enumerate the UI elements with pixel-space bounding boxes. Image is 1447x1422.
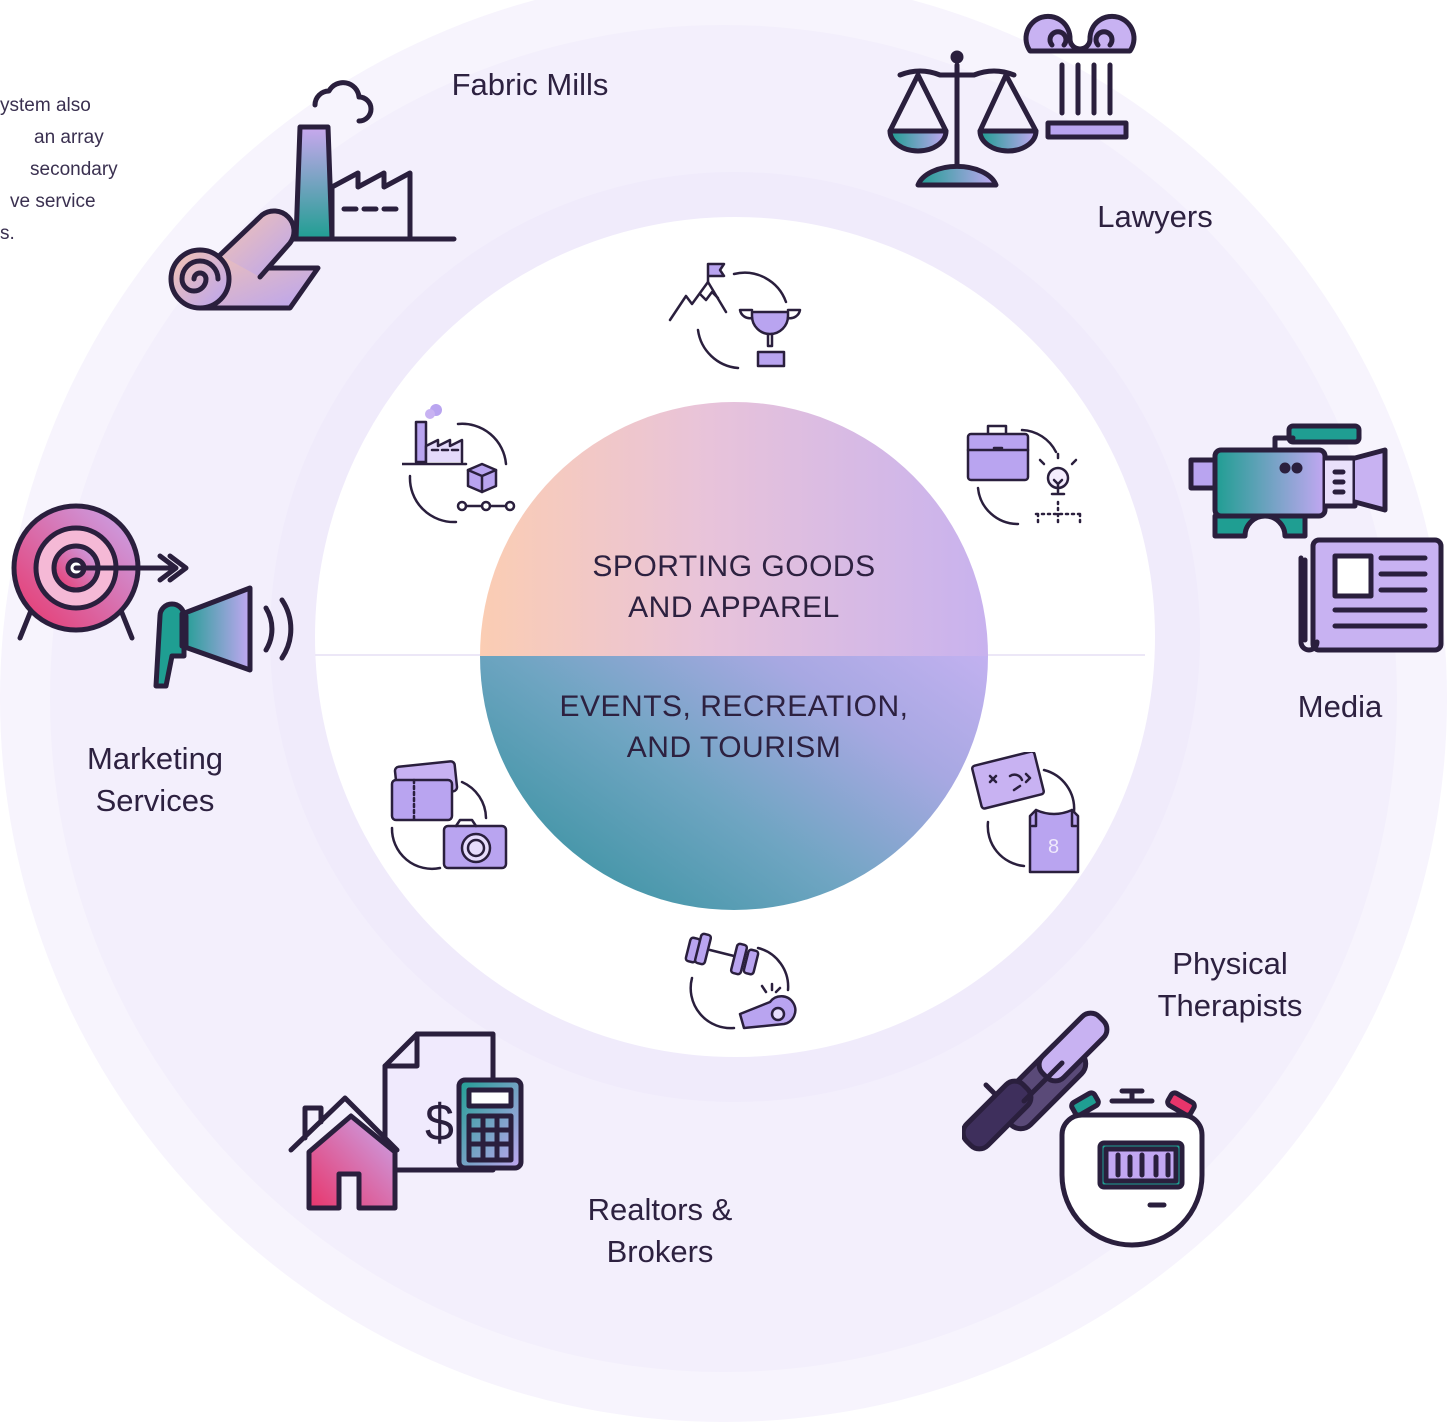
video-camera-icon	[1188, 423, 1444, 653]
intro-line: secondary	[30, 159, 118, 180]
scales-of-justice-icon	[887, 13, 1137, 188]
events-tourism-label: EVENTS, RECREATION, AND TOURISM	[480, 686, 988, 768]
marketing-line2: Services	[95, 783, 215, 818]
intro-text: ystem also an array secondary ve service…	[0, 90, 140, 250]
realtors-line1: Realtors &	[587, 1192, 733, 1227]
intro-line: s.	[0, 223, 15, 244]
briefcase-lightbulb-icon	[966, 424, 1084, 526]
mountain-trophy-icon	[668, 262, 802, 370]
target-megaphone-icon	[11, 503, 294, 689]
dumbbell-whistle-icon	[684, 932, 797, 1030]
events-tourism-line2: AND TOURISM	[626, 731, 842, 764]
sporting-goods-line2: AND APPAREL	[628, 591, 840, 624]
physical-line1: Physical	[1172, 946, 1288, 981]
sporting-goods-line1: SPORTING GOODS	[592, 550, 876, 583]
physical-line2: Therapists	[1157, 988, 1303, 1023]
dumbbell-stopwatch-icon	[962, 1010, 1205, 1248]
lawyers-label: Lawyers	[1097, 199, 1213, 234]
marketing-line1: Marketing	[86, 741, 224, 776]
jersey-number-text: 8	[1048, 836, 1059, 858]
realtors-line2: Brokers	[606, 1234, 714, 1269]
events-tourism-line1: EVENTS, RECREATION,	[559, 690, 909, 723]
realtors-brokers-label: Realtors & Brokers	[560, 1189, 760, 1273]
fabric-mill-icon	[168, 80, 457, 311]
media-label: Media	[1297, 689, 1383, 724]
playbook-jersey-icon: 8	[971, 752, 1080, 874]
dollar-sign-text: $	[425, 1094, 454, 1152]
sporting-goods-label: SPORTING GOODS AND APPAREL	[480, 546, 988, 628]
tickets-camera-icon	[390, 760, 508, 871]
intro-line: ystem also	[0, 95, 91, 116]
marketing-services-label: Marketing Services	[50, 738, 260, 822]
physical-therapists-label: Physical Therapists	[1120, 943, 1340, 1027]
fabric-mills-label: Fabric Mills	[451, 67, 609, 102]
intro-line: ve service	[10, 191, 96, 212]
factory-package-icon	[402, 404, 516, 524]
intro-line: an array	[34, 127, 104, 148]
house-document-calculator-icon: $	[288, 1031, 524, 1211]
